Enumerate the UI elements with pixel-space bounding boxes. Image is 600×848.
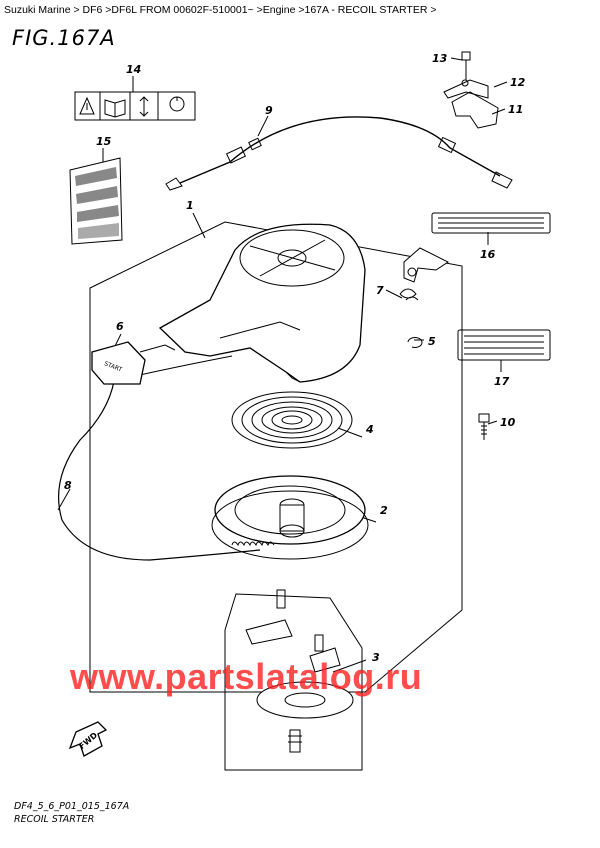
starter-case <box>158 223 366 383</box>
callout-8: 8 <box>64 479 72 492</box>
figure-title: FIG.167A <box>12 26 116 50</box>
callout-11: 11 <box>508 103 523 116</box>
ratchet-arm <box>399 247 449 301</box>
starter-reel <box>211 475 369 560</box>
callout-13: 13 <box>432 52 448 65</box>
up-down-arrow-icon <box>139 96 149 117</box>
decal-17 <box>457 329 551 361</box>
subassembly-frame <box>224 593 363 771</box>
callout-6: 6 <box>116 320 124 333</box>
starter-rope <box>57 354 261 561</box>
warning-label <box>74 91 196 121</box>
caution-label <box>69 157 123 245</box>
callout-17: 17 <box>494 375 510 388</box>
starter-cable <box>165 116 513 191</box>
callout-15: 15 <box>96 135 112 148</box>
starter-handle: START <box>91 341 176 385</box>
pawl-parts <box>245 589 354 753</box>
callout-5: 5 <box>428 335 436 348</box>
callout-4: 4 <box>365 423 374 436</box>
callout-10: 10 <box>500 416 516 429</box>
callout-16: 16 <box>480 248 496 261</box>
e-ring <box>407 336 423 348</box>
forward-arrow-icon: FWD <box>68 721 108 757</box>
callout-3: 3 <box>372 651 380 664</box>
decal-16 <box>431 212 551 234</box>
assembly-frame <box>89 221 463 693</box>
bracket-parts <box>443 51 499 129</box>
callout-14: 14 <box>126 63 141 76</box>
callout-1: 1 <box>186 199 194 212</box>
diagram-caption: RECOIL STARTER <box>14 814 95 825</box>
drawing-code: DF4_5_6_P01_015_167A <box>14 801 130 812</box>
callout-9: 9 <box>265 104 273 117</box>
bolt-10 <box>478 413 490 440</box>
watermark: www.partslatalog.ru <box>70 656 423 697</box>
callout-2: 2 <box>380 504 388 517</box>
choke-knob-icon <box>169 96 185 112</box>
callout-12: 12 <box>510 76 526 89</box>
callout-7: 7 <box>376 284 384 297</box>
manual-book-icon <box>104 99 126 118</box>
recoil-spring <box>231 391 353 449</box>
warning-triangle-icon <box>79 96 95 115</box>
breadcrumb[interactable]: Suzuki Marine > DF6 >DF6L FROM 00602F-51… <box>4 4 437 16</box>
